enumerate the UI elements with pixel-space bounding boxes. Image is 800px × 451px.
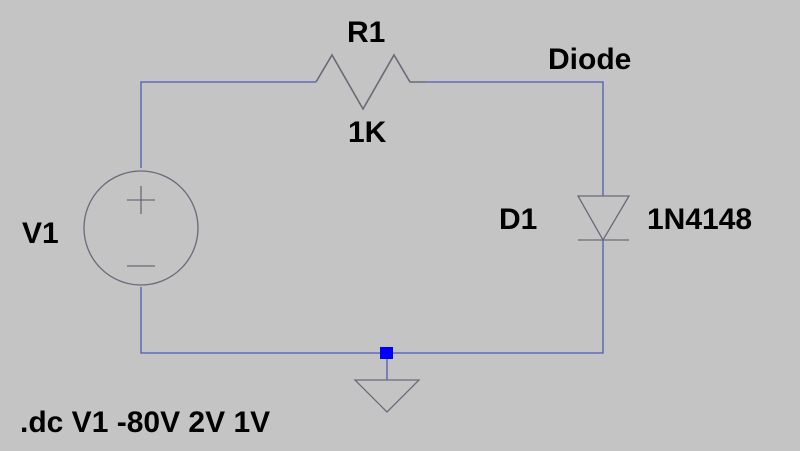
node-marker[interactable]	[380, 347, 393, 359]
wire-diode-to-ground[interactable]	[387, 240, 604, 354]
resistor-value-label[interactable]: 1K	[348, 116, 387, 149]
resistor-r1[interactable]	[315, 53, 426, 111]
ground-symbol[interactable]	[353, 379, 421, 413]
wire-ground-to-v1[interactable]	[140, 287, 387, 354]
source-ref-label[interactable]: V1	[22, 217, 59, 250]
diode-model-label[interactable]: 1N4148	[647, 203, 753, 236]
wire-v1-to-r1[interactable]	[140, 81, 316, 168]
voltage-source-v1[interactable]	[83, 170, 199, 286]
net-label-diode[interactable]: Diode	[548, 43, 632, 76]
resistor-ref-label[interactable]: R1	[347, 16, 386, 49]
wire-r1-to-diode-net[interactable]	[426, 81, 604, 196]
diode-ref-label[interactable]: D1	[499, 203, 538, 236]
spice-directive[interactable]: .dc V1 -80V 2V 1V	[20, 406, 271, 439]
diode-d1[interactable]	[576, 195, 631, 242]
